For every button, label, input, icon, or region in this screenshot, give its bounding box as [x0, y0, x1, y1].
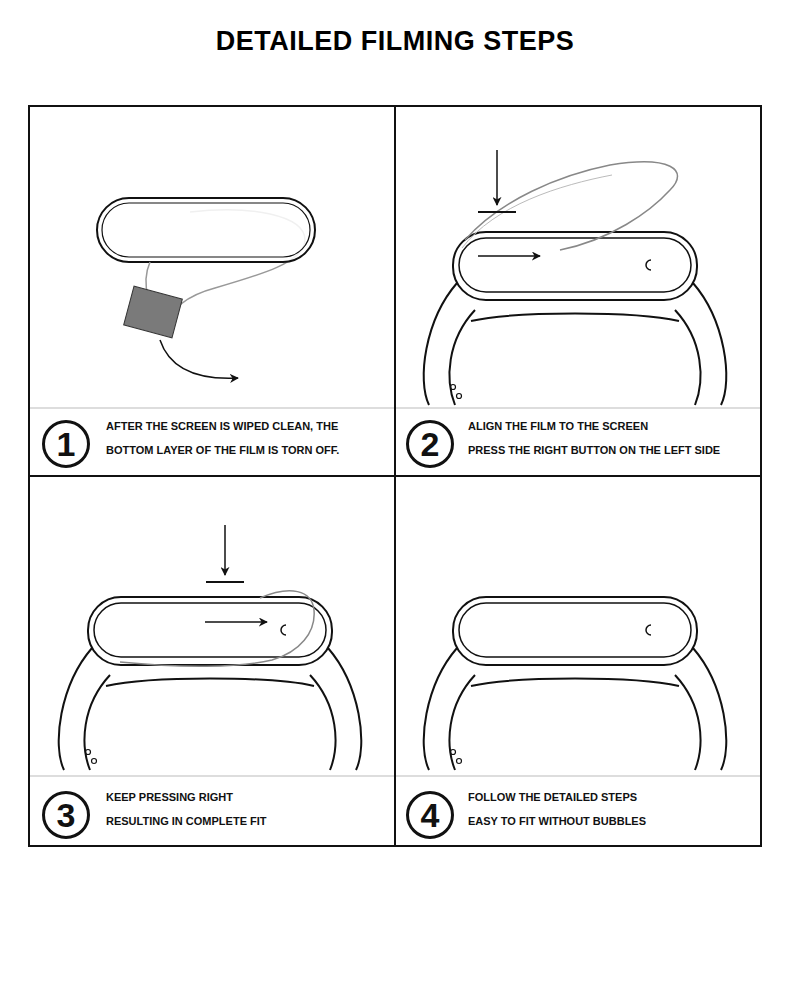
step-number-circle: 3	[42, 791, 90, 839]
step-caption: EASY TO FIT WITHOUT BUBBLES	[468, 809, 758, 833]
band-figure	[59, 525, 362, 770]
caption-group: ALIGN THE FILM TO THE SCREENPRESS THE RI…	[468, 414, 758, 462]
caption-group: KEEP PRESSING RIGHTRESULTING IN COMPLETE…	[106, 785, 386, 833]
step-panel: AFTER THE SCREEN IS WIPED CLEAN, THE BOT…	[28, 105, 396, 477]
step-caption: KEEP PRESSING RIGHT	[106, 785, 386, 809]
step-number-circle: 2	[406, 420, 454, 468]
caption-group: AFTER THE SCREEN IS WIPED CLEAN, THE BOT…	[106, 414, 374, 462]
step-number: 1	[57, 427, 76, 461]
film-peel-figure	[97, 198, 315, 378]
step-number-circle: 1	[42, 420, 90, 468]
step-caption: PRESS THE RIGHT BUTTON ON THE LEFT SIDE	[468, 438, 758, 462]
step-caption: ALIGN THE FILM TO THE SCREEN	[468, 414, 758, 438]
step-number: 3	[57, 798, 76, 832]
band-figure	[424, 150, 727, 405]
step-number: 2	[421, 427, 440, 461]
page-title: DETAILED FILMING STEPS	[0, 26, 790, 57]
step-panel: FOLLOW THE DETAILED STEPSEASY TO FIT WIT…	[394, 475, 762, 847]
step-panel: ALIGN THE FILM TO THE SCREENPRESS THE RI…	[394, 105, 762, 477]
step-caption: FOLLOW THE DETAILED STEPS	[468, 785, 758, 809]
step-number: 4	[421, 798, 440, 832]
caption-group: FOLLOW THE DETAILED STEPSEASY TO FIT WIT…	[468, 785, 758, 833]
band-figure	[424, 597, 727, 770]
step-panel: KEEP PRESSING RIGHTRESULTING IN COMPLETE…	[28, 475, 396, 847]
step-number-circle: 4	[406, 791, 454, 839]
step-caption: RESULTING IN COMPLETE FIT	[106, 809, 386, 833]
step-caption: AFTER THE SCREEN IS WIPED CLEAN, THE BOT…	[106, 414, 374, 462]
